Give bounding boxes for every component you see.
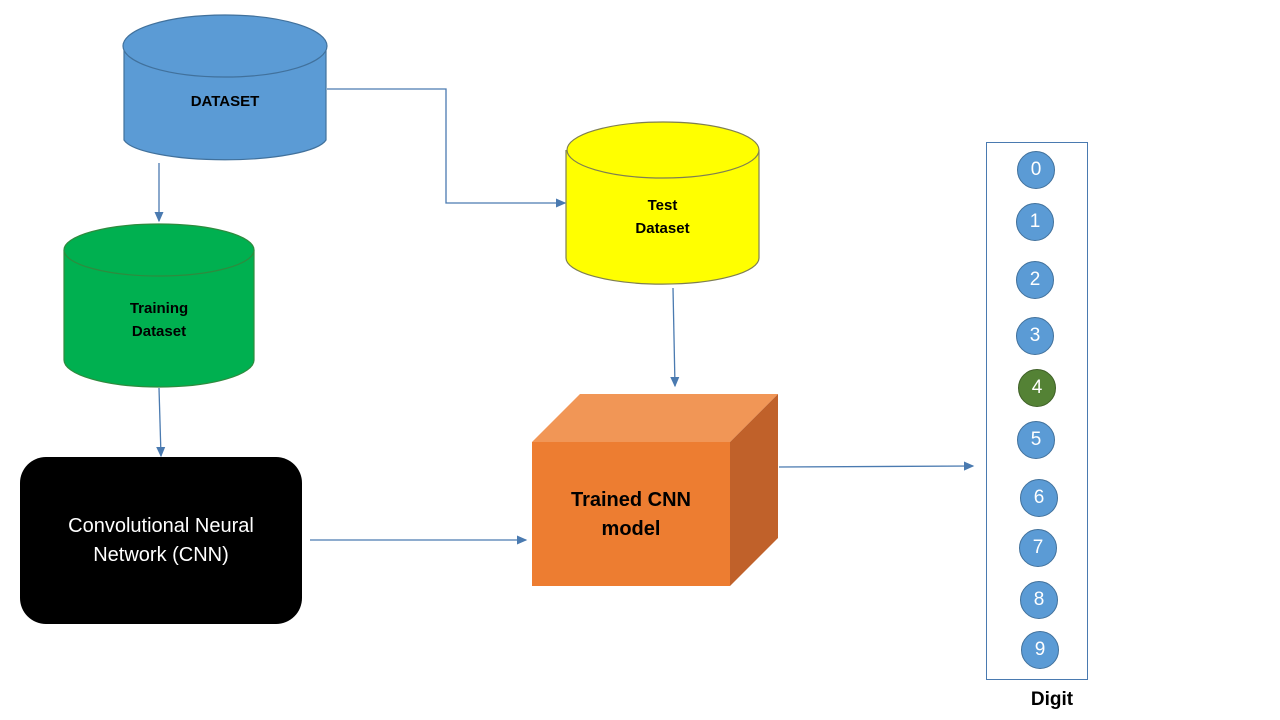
cnn-label: Convolutional Neural Network (CNN) [68,515,254,566]
digit-caption: Digit [1030,689,1074,710]
cnn-box [20,457,302,624]
digit-3-circle: 3 [1016,317,1054,355]
digit-0-circle: 0 [1017,151,1055,189]
arrow-test-to-model [670,287,680,388]
digit-9-circle: 9 [1021,631,1059,669]
digit-4-circle: 4 [1018,369,1056,407]
digit-1-circle: 1 [1016,203,1054,241]
test-dataset-label: Test Dataset [635,197,690,237]
training-dataset-cylinder [63,223,255,388]
digit-5-circle: 5 [1017,421,1055,459]
dataset-label: DATASET [190,93,260,110]
test-dataset-cylinder [565,121,760,285]
digit-2-circle: 2 [1016,261,1054,299]
digit-6-circle: 6 [1020,479,1058,517]
dataset-cylinder [122,14,328,161]
digit-output-panel [986,142,1088,680]
trained-model-cube [532,394,778,586]
trained-model-label: Trained CNN model [570,489,692,540]
arrow-model-to-digits [778,461,975,471]
training-dataset-label: Training Dataset [129,300,189,340]
arrow-training-to-cnn [156,387,166,458]
digit-7-circle: 7 [1019,529,1057,567]
digit-8-circle: 8 [1020,581,1058,619]
arrow-dataset-to-test [327,88,567,208]
